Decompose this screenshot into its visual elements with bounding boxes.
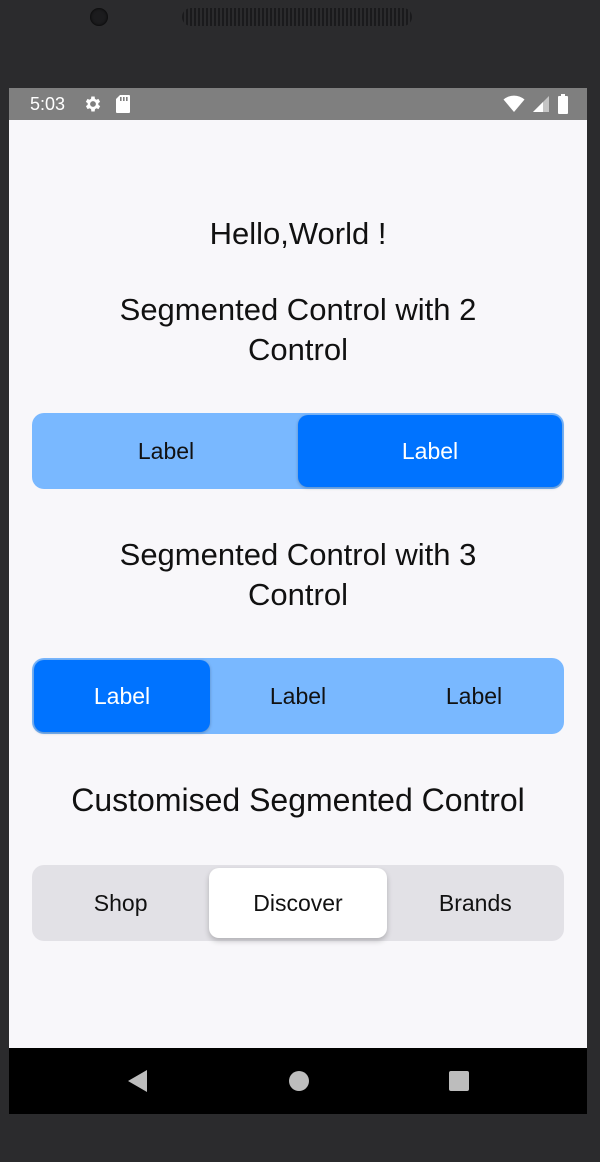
- segment-option[interactable]: Label: [137, 437, 195, 464]
- segment-option-discover-selected[interactable]: Discover: [209, 868, 387, 938]
- status-left-icons: [83, 94, 131, 114]
- cell-signal-icon: [532, 95, 550, 113]
- segmented-control-custom: Shop Discover Brands: [32, 865, 564, 941]
- earpiece-speaker: [182, 8, 412, 26]
- segment-option-brands[interactable]: Brands: [438, 889, 512, 916]
- segment-option-selected[interactable]: Label: [34, 660, 210, 732]
- section-title-two-segments: Segmented Control with 2 Control: [119, 292, 477, 367]
- segmented-control-three: Label Label Label: [32, 658, 564, 734]
- segment-option-shop[interactable]: Shop: [93, 889, 148, 916]
- sd-card-icon: [115, 94, 131, 114]
- system-navigation-bar: [9, 1048, 587, 1114]
- status-right-icons: [503, 94, 569, 114]
- back-triangle-icon[interactable]: [125, 1068, 149, 1099]
- battery-icon: [557, 94, 569, 114]
- section-title-custom: Customised Segmented Control: [71, 782, 525, 818]
- settings-gear-icon: [83, 94, 103, 114]
- segmented-control-two: Label Label: [32, 413, 564, 489]
- home-circle-icon[interactable]: [287, 1068, 311, 1099]
- status-time: 5:03: [30, 94, 66, 114]
- wifi-icon: [503, 95, 525, 113]
- segment-option[interactable]: Label: [445, 682, 503, 709]
- section-title-three-segments: Segmented Control with 3 Control: [119, 537, 477, 612]
- greeting-text: Hello,World !: [209, 216, 387, 251]
- app-content: Hello,World ! Segmented Control with 2 C…: [9, 120, 587, 1048]
- phone-screen: 5:03: [9, 88, 587, 1114]
- segment-option[interactable]: Label: [269, 682, 327, 709]
- status-bar: 5:03: [9, 88, 587, 120]
- recents-square-icon[interactable]: [447, 1068, 471, 1099]
- front-camera: [90, 8, 108, 26]
- segment-option-selected[interactable]: Label: [298, 415, 562, 487]
